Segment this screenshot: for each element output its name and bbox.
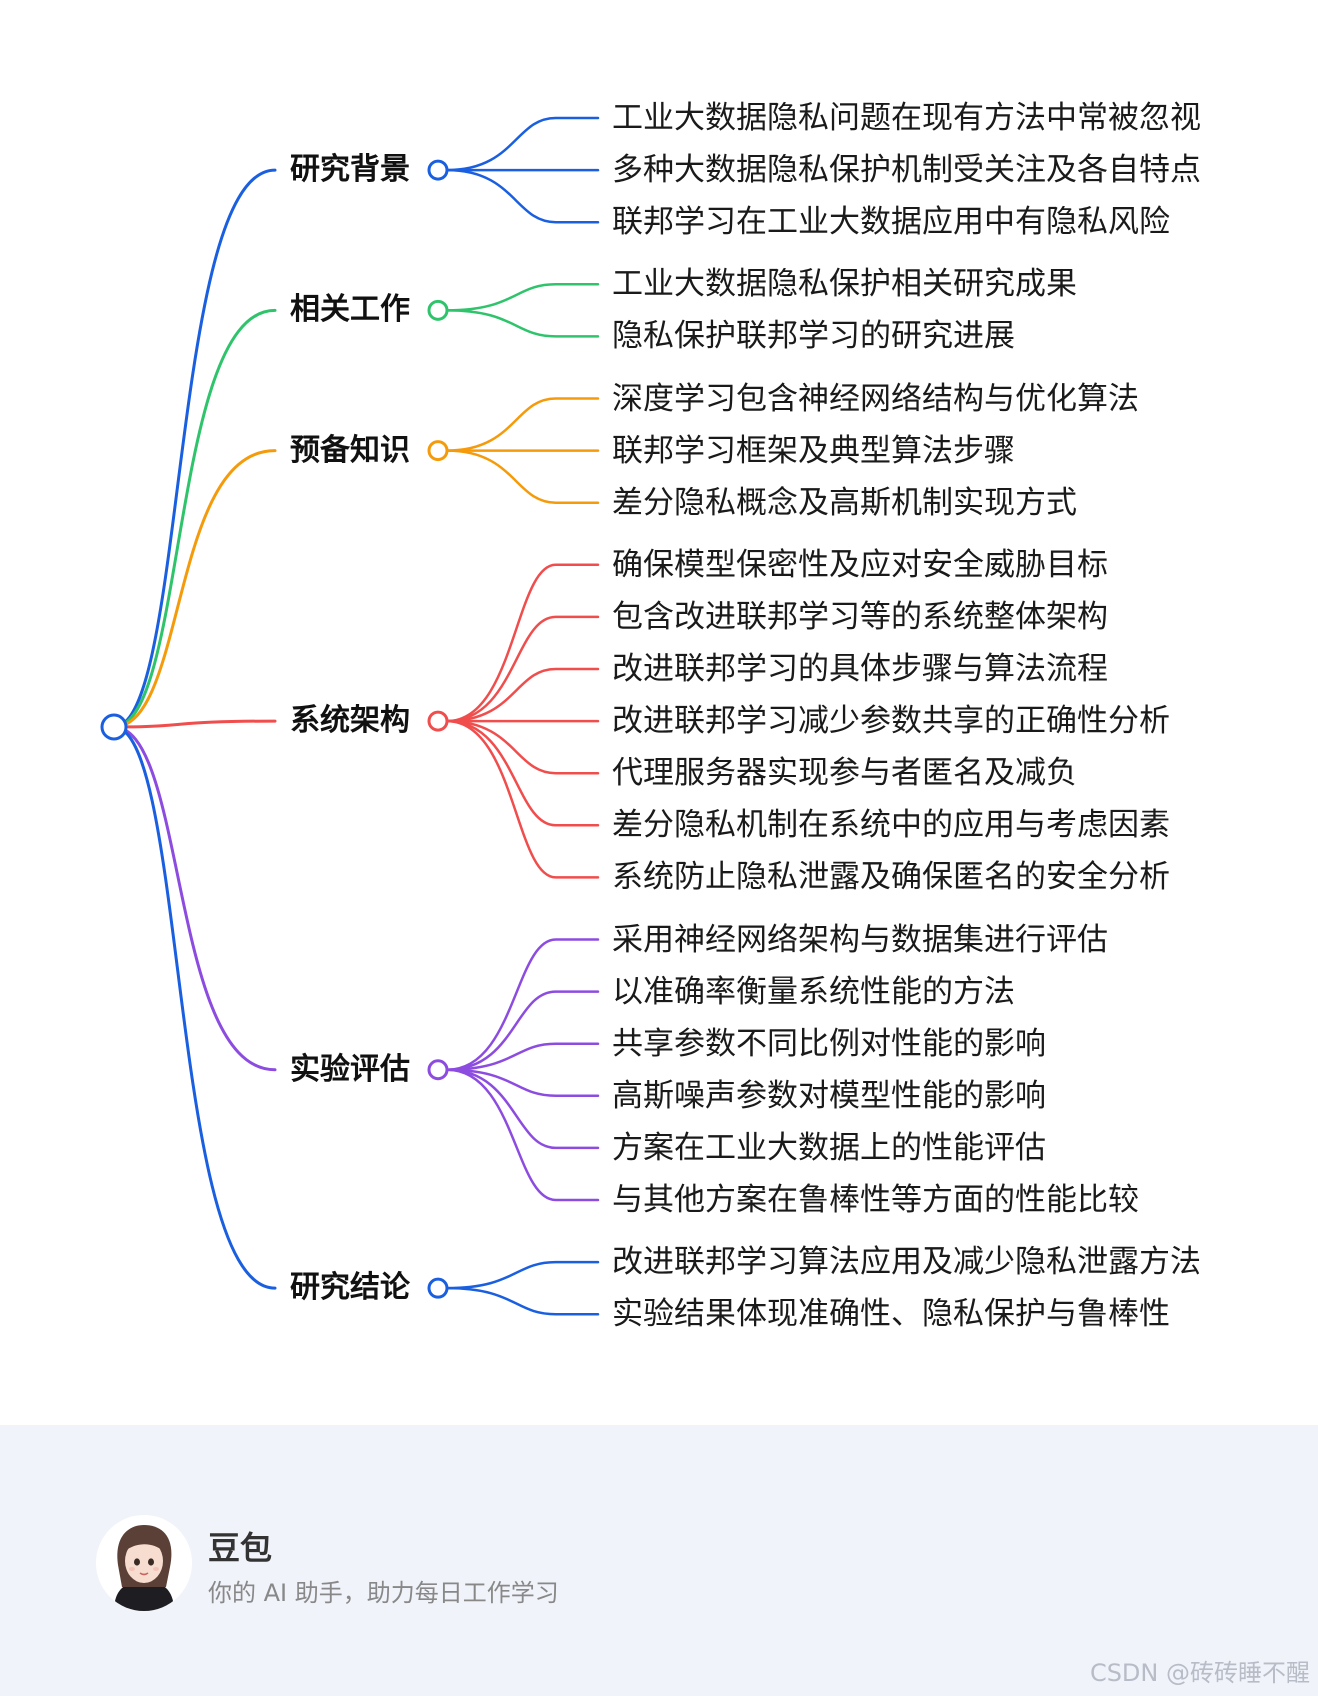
leaf-label: 隐私保护联邦学习的研究进展 bbox=[612, 316, 1015, 356]
leaf-connector bbox=[447, 1262, 598, 1288]
branch-node bbox=[429, 1061, 447, 1079]
branch-connector bbox=[114, 721, 275, 727]
branch-node bbox=[429, 1279, 447, 1297]
leaf-label: 改进联邦学习算法应用及减少隐私泄露方法 bbox=[612, 1242, 1201, 1282]
root-node bbox=[102, 715, 126, 739]
leaf-connector bbox=[447, 310, 598, 336]
leaf-label: 确保模型保密性及应对安全威胁目标 bbox=[612, 545, 1108, 585]
branch-label: 实验评估 bbox=[290, 1048, 430, 1092]
leaf-connector bbox=[447, 118, 598, 170]
leaf-label: 联邦学习在工业大数据应用中有隐私风险 bbox=[612, 202, 1170, 242]
branch-label: 研究结论 bbox=[290, 1266, 430, 1310]
footer: 豆包 你的 AI 助手，助力每日工作学习 CSDN @砖砖睡不醒 bbox=[0, 1425, 1318, 1696]
leaf-label: 以准确率衡量系统性能的方法 bbox=[612, 972, 1015, 1012]
leaf-label: 差分隐私概念及高斯机制实现方式 bbox=[612, 483, 1077, 523]
leaf-label: 深度学习包含神经网络结构与优化算法 bbox=[612, 379, 1139, 419]
leaf-label: 改进联邦学习的具体步骤与算法流程 bbox=[612, 649, 1108, 689]
leaf-connector bbox=[447, 992, 598, 1070]
leaf-connector bbox=[447, 721, 598, 877]
leaf-connector bbox=[447, 1070, 598, 1148]
branch-connector bbox=[114, 727, 275, 1288]
leaf-label: 代理服务器实现参与者匿名及减负 bbox=[612, 753, 1077, 793]
leaf-connector bbox=[447, 284, 598, 310]
branch-label: 系统架构 bbox=[290, 699, 430, 743]
branch-label: 相关工作 bbox=[290, 288, 430, 332]
leaf-label: 工业大数据隐私保护相关研究成果 bbox=[612, 264, 1077, 304]
leaf-label: 采用神经网络架构与数据集进行评估 bbox=[612, 920, 1108, 960]
leaf-label: 高斯噪声参数对模型性能的影响 bbox=[612, 1076, 1046, 1116]
leaf-label: 包含改进联邦学习等的系统整体架构 bbox=[612, 597, 1108, 637]
avatar bbox=[96, 1515, 192, 1611]
brand-name: 豆包 bbox=[208, 1523, 272, 1569]
leaf-label: 多种大数据隐私保护机制受关注及各自特点 bbox=[612, 150, 1201, 190]
branch-node bbox=[429, 442, 447, 460]
branch-connector bbox=[114, 451, 275, 727]
watermark: CSDN @砖砖睡不醒 bbox=[1090, 1653, 1310, 1688]
leaf-connector bbox=[447, 451, 598, 503]
assistant-avatar-icon bbox=[96, 1515, 192, 1611]
leaf-label: 差分隐私机制在系统中的应用与考虑因素 bbox=[612, 805, 1170, 845]
branch-label: 研究背景 bbox=[290, 148, 430, 192]
branch-label: 预备知识 bbox=[290, 429, 430, 473]
mind-map: 工业大数据隐私问题在现有方法中常被忽视多种大数据隐私保护机制受关注及各自特点联邦… bbox=[0, 0, 1318, 1425]
leaf-label: 工业大数据隐私问题在现有方法中常被忽视 bbox=[612, 98, 1201, 138]
branch-node bbox=[429, 712, 447, 730]
leaf-connector bbox=[447, 399, 598, 451]
branch-node bbox=[429, 161, 447, 179]
leaf-label: 改进联邦学习减少参数共享的正确性分析 bbox=[612, 701, 1170, 741]
branch-connector bbox=[114, 727, 275, 1070]
brand-tagline: 你的 AI 助手，助力每日工作学习 bbox=[208, 1573, 559, 1608]
leaf-label: 实验结果体现准确性、隐私保护与鲁棒性 bbox=[612, 1294, 1170, 1334]
branch-node bbox=[429, 301, 447, 319]
leaf-connector bbox=[447, 1288, 598, 1314]
leaf-label: 共享参数不同比例对性能的影响 bbox=[612, 1024, 1046, 1064]
branch-connector bbox=[114, 310, 275, 727]
leaf-label: 与其他方案在鲁棒性等方面的性能比较 bbox=[612, 1180, 1139, 1220]
leaf-label: 方案在工业大数据上的性能评估 bbox=[612, 1128, 1046, 1168]
leaf-connector bbox=[447, 565, 598, 721]
leaf-label: 系统防止隐私泄露及确保匿名的安全分析 bbox=[612, 857, 1170, 897]
leaf-connector bbox=[447, 170, 598, 222]
leaf-label: 联邦学习框架及典型算法步骤 bbox=[612, 431, 1015, 471]
